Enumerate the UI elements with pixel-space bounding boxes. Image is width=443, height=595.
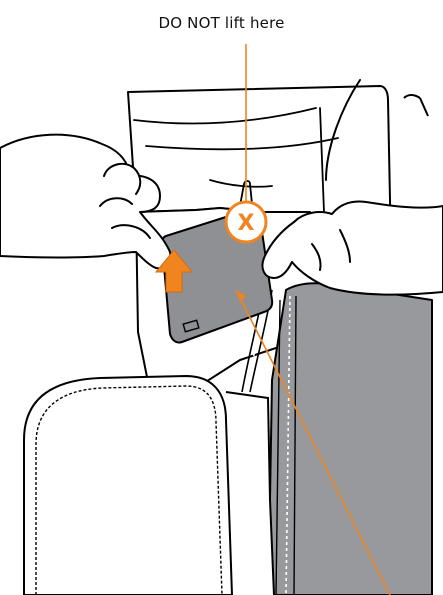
side-panel xyxy=(270,283,432,595)
do-not-lift-marker-label: X xyxy=(238,211,255,236)
seat-edge-right xyxy=(404,95,428,116)
do-not-lift-marker-icon: X xyxy=(226,202,266,242)
lower-cushion xyxy=(24,376,270,595)
